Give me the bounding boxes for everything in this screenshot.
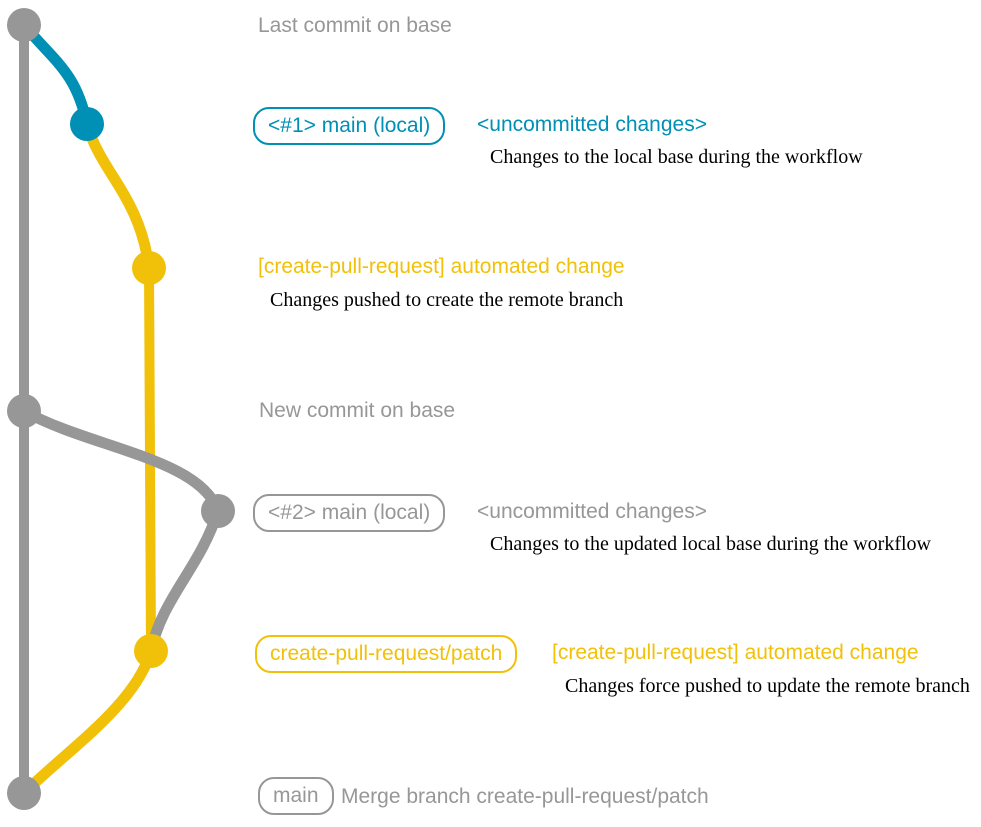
branch-badge-main-local-1: <#1> main (local) [253, 107, 446, 145]
commit-message-merge: Merge branch create-pull-request/patch [341, 785, 709, 808]
merge-line [18, 645, 157, 799]
commit-message-uncommitted-2: <uncommitted changes> [477, 500, 707, 523]
commit-dot-patch-2 [134, 634, 168, 668]
commit-dot-last-base [7, 8, 41, 42]
commit-description-automated-1: Changes pushed to create the remote bran… [270, 289, 624, 311]
commit-description-automated-2: Changes force pushed to update the remot… [565, 675, 970, 697]
branch-badge-main: main [258, 777, 334, 815]
commit-dot-new-base [7, 394, 41, 428]
commit-dot-merge [7, 776, 41, 810]
main-local-branch-line-2 [18, 405, 224, 517]
commit-dot-main-local-2 [201, 494, 235, 528]
note-last-commit-on-base: Last commit on base [258, 14, 452, 37]
branch-badge-create-pull-request-patch: create-pull-request/patch [255, 635, 518, 673]
main-local-branch-line-1 [18, 19, 93, 130]
commit-message-automated-2: [create-pull-request] automated change [552, 641, 919, 664]
commit-description-uncommitted-1: Changes to the local base during the wor… [490, 146, 863, 168]
commit-dot-patch-1 [132, 251, 166, 285]
commit-dot-main-local-1 [70, 107, 104, 141]
commit-description-uncommitted-2: Changes to the updated local base during… [490, 533, 931, 555]
patch-branch-line-upper [81, 118, 155, 274]
note-new-commit-on-base: New commit on base [259, 399, 456, 422]
rebase-line [145, 505, 224, 657]
branch-badge-main-local-2: <#2> main (local) [253, 494, 446, 532]
commit-graph [7, 8, 235, 810]
commit-message-uncommitted-1: <uncommitted changes> [477, 113, 707, 136]
commit-message-automated-1: [create-pull-request] automated change [258, 255, 625, 278]
